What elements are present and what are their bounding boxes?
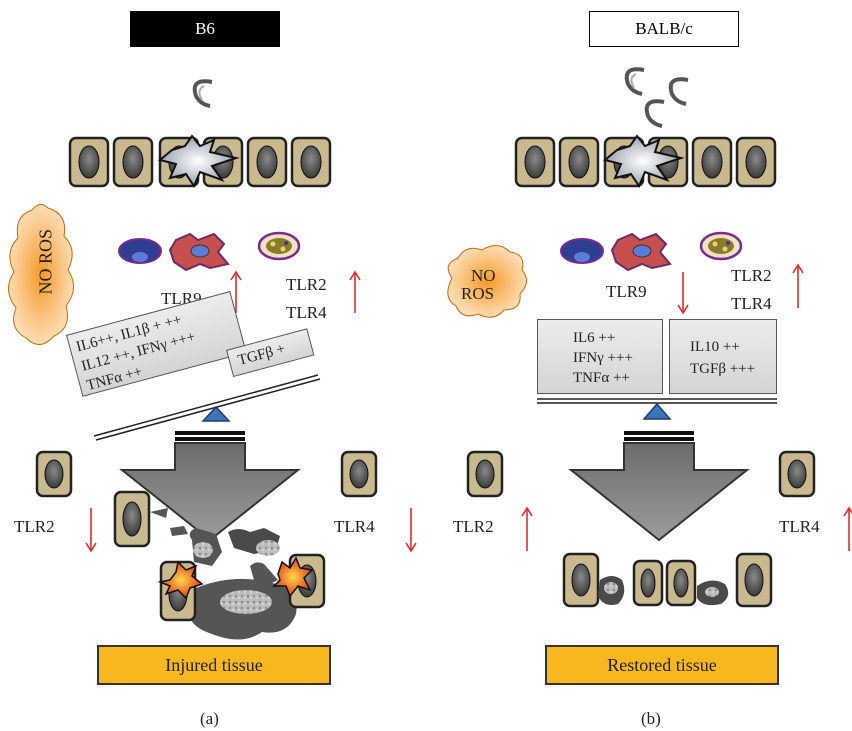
immune-cells-b — [560, 231, 743, 272]
header-balb-c: BALB/c — [589, 11, 739, 47]
tlr-up-arrows-a — [230, 270, 361, 313]
parasites-icon — [624, 67, 689, 128]
big-down-arrow-a — [119, 431, 301, 542]
outcome-bar-a: Injured tissue — [97, 645, 331, 685]
tlr-arrows-b-top — [677, 263, 804, 315]
tlr2-top-label-a: TLR2 — [286, 275, 327, 294]
ros-label-b-line2: ROS — [461, 284, 495, 303]
cytokine-line: IFNγ +++ — [573, 350, 633, 366]
side-cells-b — [466, 450, 816, 498]
tlr2-bottom-label-a: TLR2 — [14, 517, 55, 536]
caption-b: (b) — [641, 709, 661, 728]
tlr2-bottom-label-b: TLR2 — [453, 517, 494, 536]
side-cells-a — [35, 450, 378, 498]
epithelium-row-a — [68, 134, 332, 189]
cytokine-line: IL6 ++ — [573, 330, 616, 346]
damage-burst-icon — [272, 556, 314, 598]
cell-rupture-icon — [157, 134, 240, 189]
big-down-arrow-b — [568, 431, 750, 542]
parasite-icon — [192, 79, 213, 108]
damage-burst-icon — [157, 560, 204, 600]
outcome-bar-b: Restored tissue — [545, 645, 779, 685]
ros-cloud-a — [8, 204, 74, 345]
tlr4-top-label-b: TLR4 — [731, 294, 772, 313]
cytokine-line: TNFα ++ — [573, 370, 630, 386]
tlr4-bottom-label-a: TLR4 — [334, 517, 375, 536]
immune-cells-a — [118, 231, 301, 272]
balance-a — [93, 374, 321, 441]
tlr-down-arrows-a — [85, 508, 417, 553]
cytokine-box-proinflammatory-b: IL6 ++ IFNγ +++ TNFα ++ — [537, 319, 663, 394]
tlr4-top-label-a: TLR4 — [286, 303, 327, 322]
tlr2-top-label-b: TLR2 — [731, 266, 772, 285]
tlr4-bottom-label-b: TLR4 — [779, 517, 820, 536]
epithelium-row-b — [514, 134, 777, 189]
balance-b — [537, 398, 777, 420]
cytokine-line: IL10 ++ — [690, 339, 740, 355]
ros-label-a: NO ROS — [35, 228, 56, 295]
cytokine-line: TGFβ +++ — [690, 361, 756, 377]
cytokine-box-regulatory-b: IL10 ++ TGFβ +++ — [669, 319, 777, 394]
restored-tissue-b — [562, 552, 773, 608]
ros-cloud-b — [447, 245, 527, 318]
header-b6: B6 — [130, 11, 280, 47]
tlr9-label-b: TLR9 — [606, 282, 647, 301]
ros-label-b-line1: NO — [471, 266, 496, 285]
cell-rupture-icon — [602, 134, 685, 189]
caption-a: (a) — [200, 709, 219, 728]
tlr-up-arrows-b-bottom — [521, 506, 852, 551]
injured-tissue-a — [113, 490, 326, 640]
